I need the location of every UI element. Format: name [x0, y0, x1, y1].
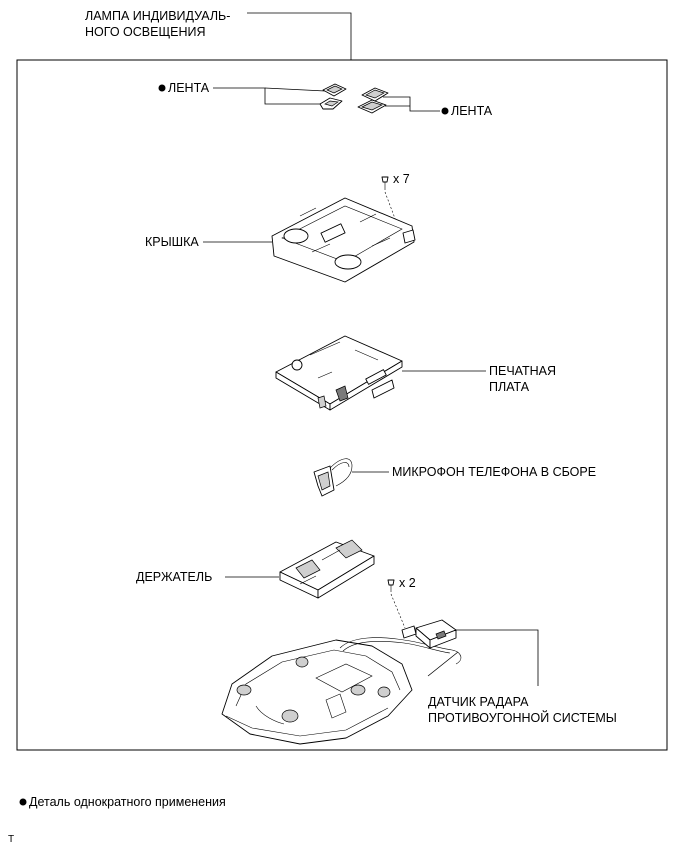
cover-group: КРЫШКА	[145, 197, 416, 283]
cover-screws: x 7	[381, 172, 410, 238]
pcb-part	[275, 335, 403, 411]
cover-screw-qty: x 7	[393, 172, 410, 186]
microphone-label: МИКРОФОН ТЕЛЕФОНА В СБОРЕ	[392, 465, 596, 479]
radar-leader-right	[456, 629, 539, 686]
radar-label-line1: ДАТЧИК РАДАРА	[428, 695, 529, 709]
pcb-label-line1: ПЕЧАТНАЯ	[489, 364, 556, 378]
microphone-part	[313, 458, 353, 497]
microphone-group: МИКРОФОН ТЕЛЕФОНА В СБОРЕ	[313, 458, 596, 497]
holder-group: ДЕРЖАТЕЛЬ	[136, 539, 375, 599]
lamp-housing-part	[221, 639, 413, 745]
radar-sensor-group: ДАТЧИК РАДАРА ПРОТИВОУГОННОЙ СИСТЕМЫ	[427, 629, 617, 725]
radar-screws: x 2	[387, 576, 416, 629]
legend: Деталь однократного применения	[19, 795, 226, 809]
one-time-use-bullet-icon	[158, 84, 166, 92]
radar-sensor-part	[339, 619, 462, 665]
tape-right-pieces	[357, 87, 389, 114]
radar-leader-pointer	[427, 651, 459, 677]
tape-left-leader	[213, 87, 322, 105]
cover-part	[271, 197, 416, 283]
one-time-use-bullet-icon	[19, 798, 27, 806]
radar-screw-qty: x 2	[399, 576, 416, 590]
pcb-group: ПЕЧАТНАЯ ПЛАТА	[275, 335, 556, 411]
screw-icon	[387, 579, 395, 586]
cover-label: КРЫШКА	[145, 235, 199, 249]
legend-text: Деталь однократного применения	[29, 795, 226, 809]
assembly-leader-line	[247, 12, 352, 60]
tape-right-group: ЛЕНТА	[357, 87, 493, 118]
holder-part	[279, 539, 375, 599]
tape-left-group: ЛЕНТА	[158, 81, 347, 110]
pcb-label-line2: ПЛАТА	[489, 380, 530, 394]
tape-left-pieces	[319, 83, 347, 110]
assembly-title-line2: НОГО ОСВЕЩЕНИЯ	[85, 25, 206, 39]
tape-right-leader	[383, 96, 440, 112]
tape-left-leader-branch	[264, 87, 326, 92]
assembly-title: ЛАМПА ИНДИВИДУАЛЬ- НОГО ОСВЕЩЕНИЯ	[85, 9, 352, 60]
footer-mark: T	[8, 834, 14, 845]
assembly-title-line1: ЛАМПА ИНДИВИДУАЛЬ-	[85, 9, 230, 23]
radar-label-line2: ПРОТИВОУГОННОЙ СИСТЕМЫ	[428, 710, 617, 725]
one-time-use-bullet-icon	[441, 107, 449, 115]
screw-icon	[381, 176, 389, 183]
holder-label: ДЕРЖАТЕЛЬ	[136, 570, 212, 584]
tape-left-label: ЛЕНТА	[168, 81, 210, 95]
diagram-frame	[16, 59, 668, 751]
tape-right-label: ЛЕНТА	[451, 104, 493, 118]
